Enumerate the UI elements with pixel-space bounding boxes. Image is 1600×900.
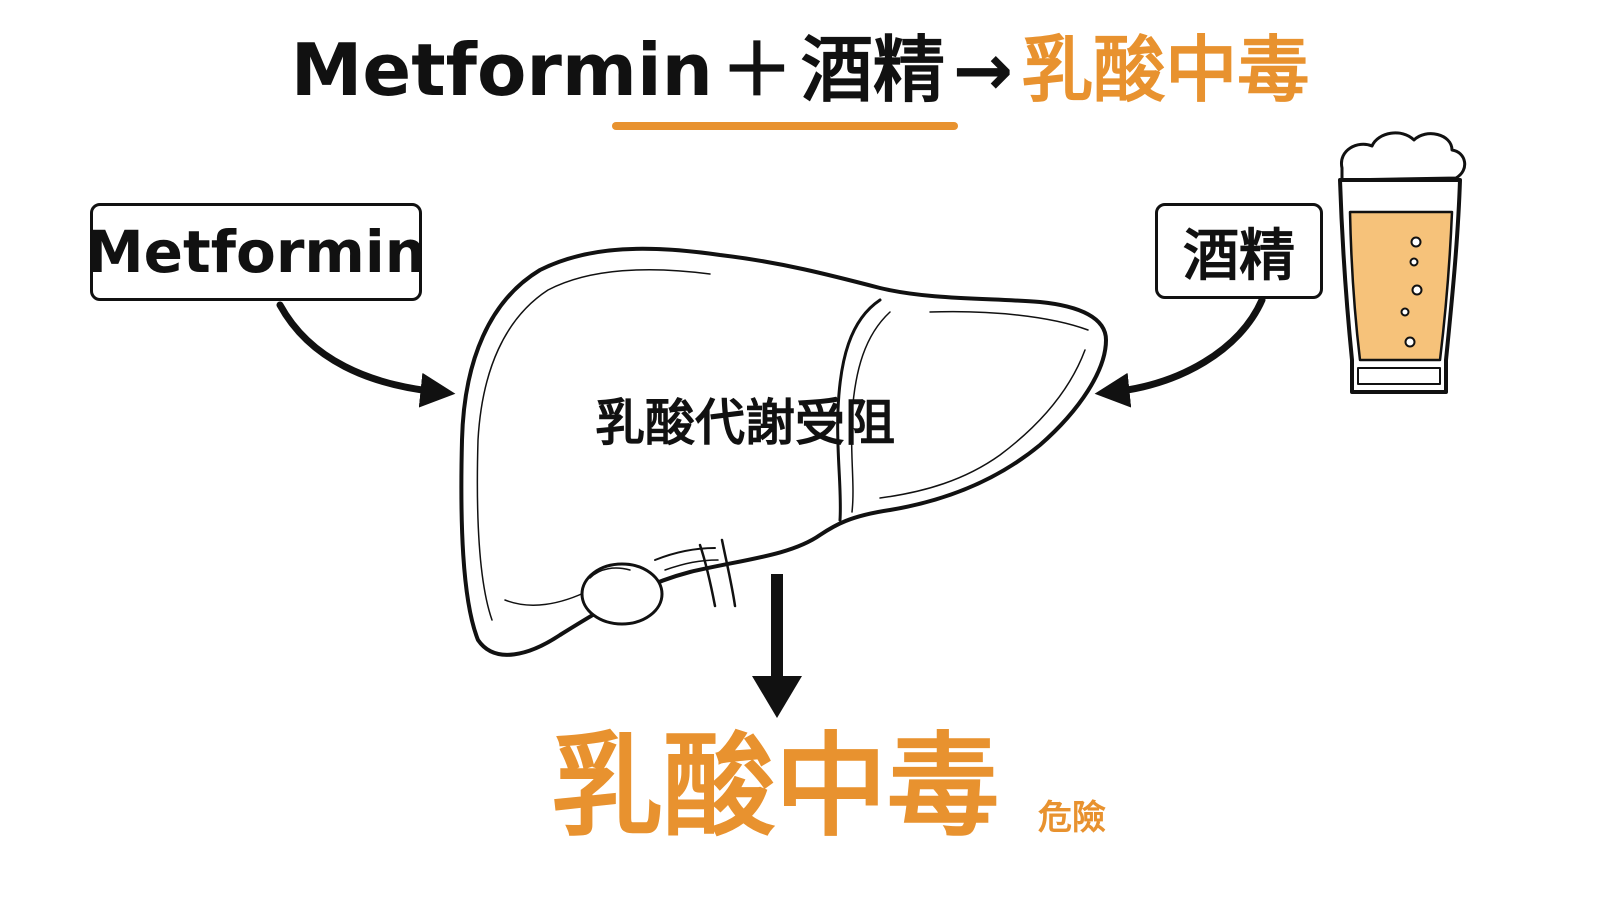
arrow-down-icon xyxy=(752,574,802,718)
title-underline xyxy=(612,122,958,130)
title-arrow: → xyxy=(952,28,1014,112)
alcohol-curved-arrow xyxy=(1094,296,1266,408)
beer-glass-icon xyxy=(1338,131,1467,394)
liver-icon xyxy=(459,246,1108,657)
alcohol-label: 酒精 xyxy=(1183,223,1295,289)
metformin-box: Metformin xyxy=(86,203,426,301)
metformin-curved-arrow xyxy=(276,301,456,408)
outcome-label: 乳酸中毒 xyxy=(551,722,999,852)
title-plus: ＋ xyxy=(720,28,793,112)
page-title: Metformin＋酒精→乳酸中毒 xyxy=(0,22,1600,118)
danger-tag: 危險 xyxy=(1038,798,1106,838)
title-result: 乳酸中毒 xyxy=(1021,28,1310,112)
title-drug: Metformin xyxy=(290,28,713,112)
metformin-label: Metformin xyxy=(85,218,427,286)
title-alcohol: 酒精 xyxy=(800,28,945,112)
liver-label: 乳酸代謝受阻 xyxy=(595,394,895,452)
alcohol-box: 酒精 xyxy=(1155,203,1323,299)
